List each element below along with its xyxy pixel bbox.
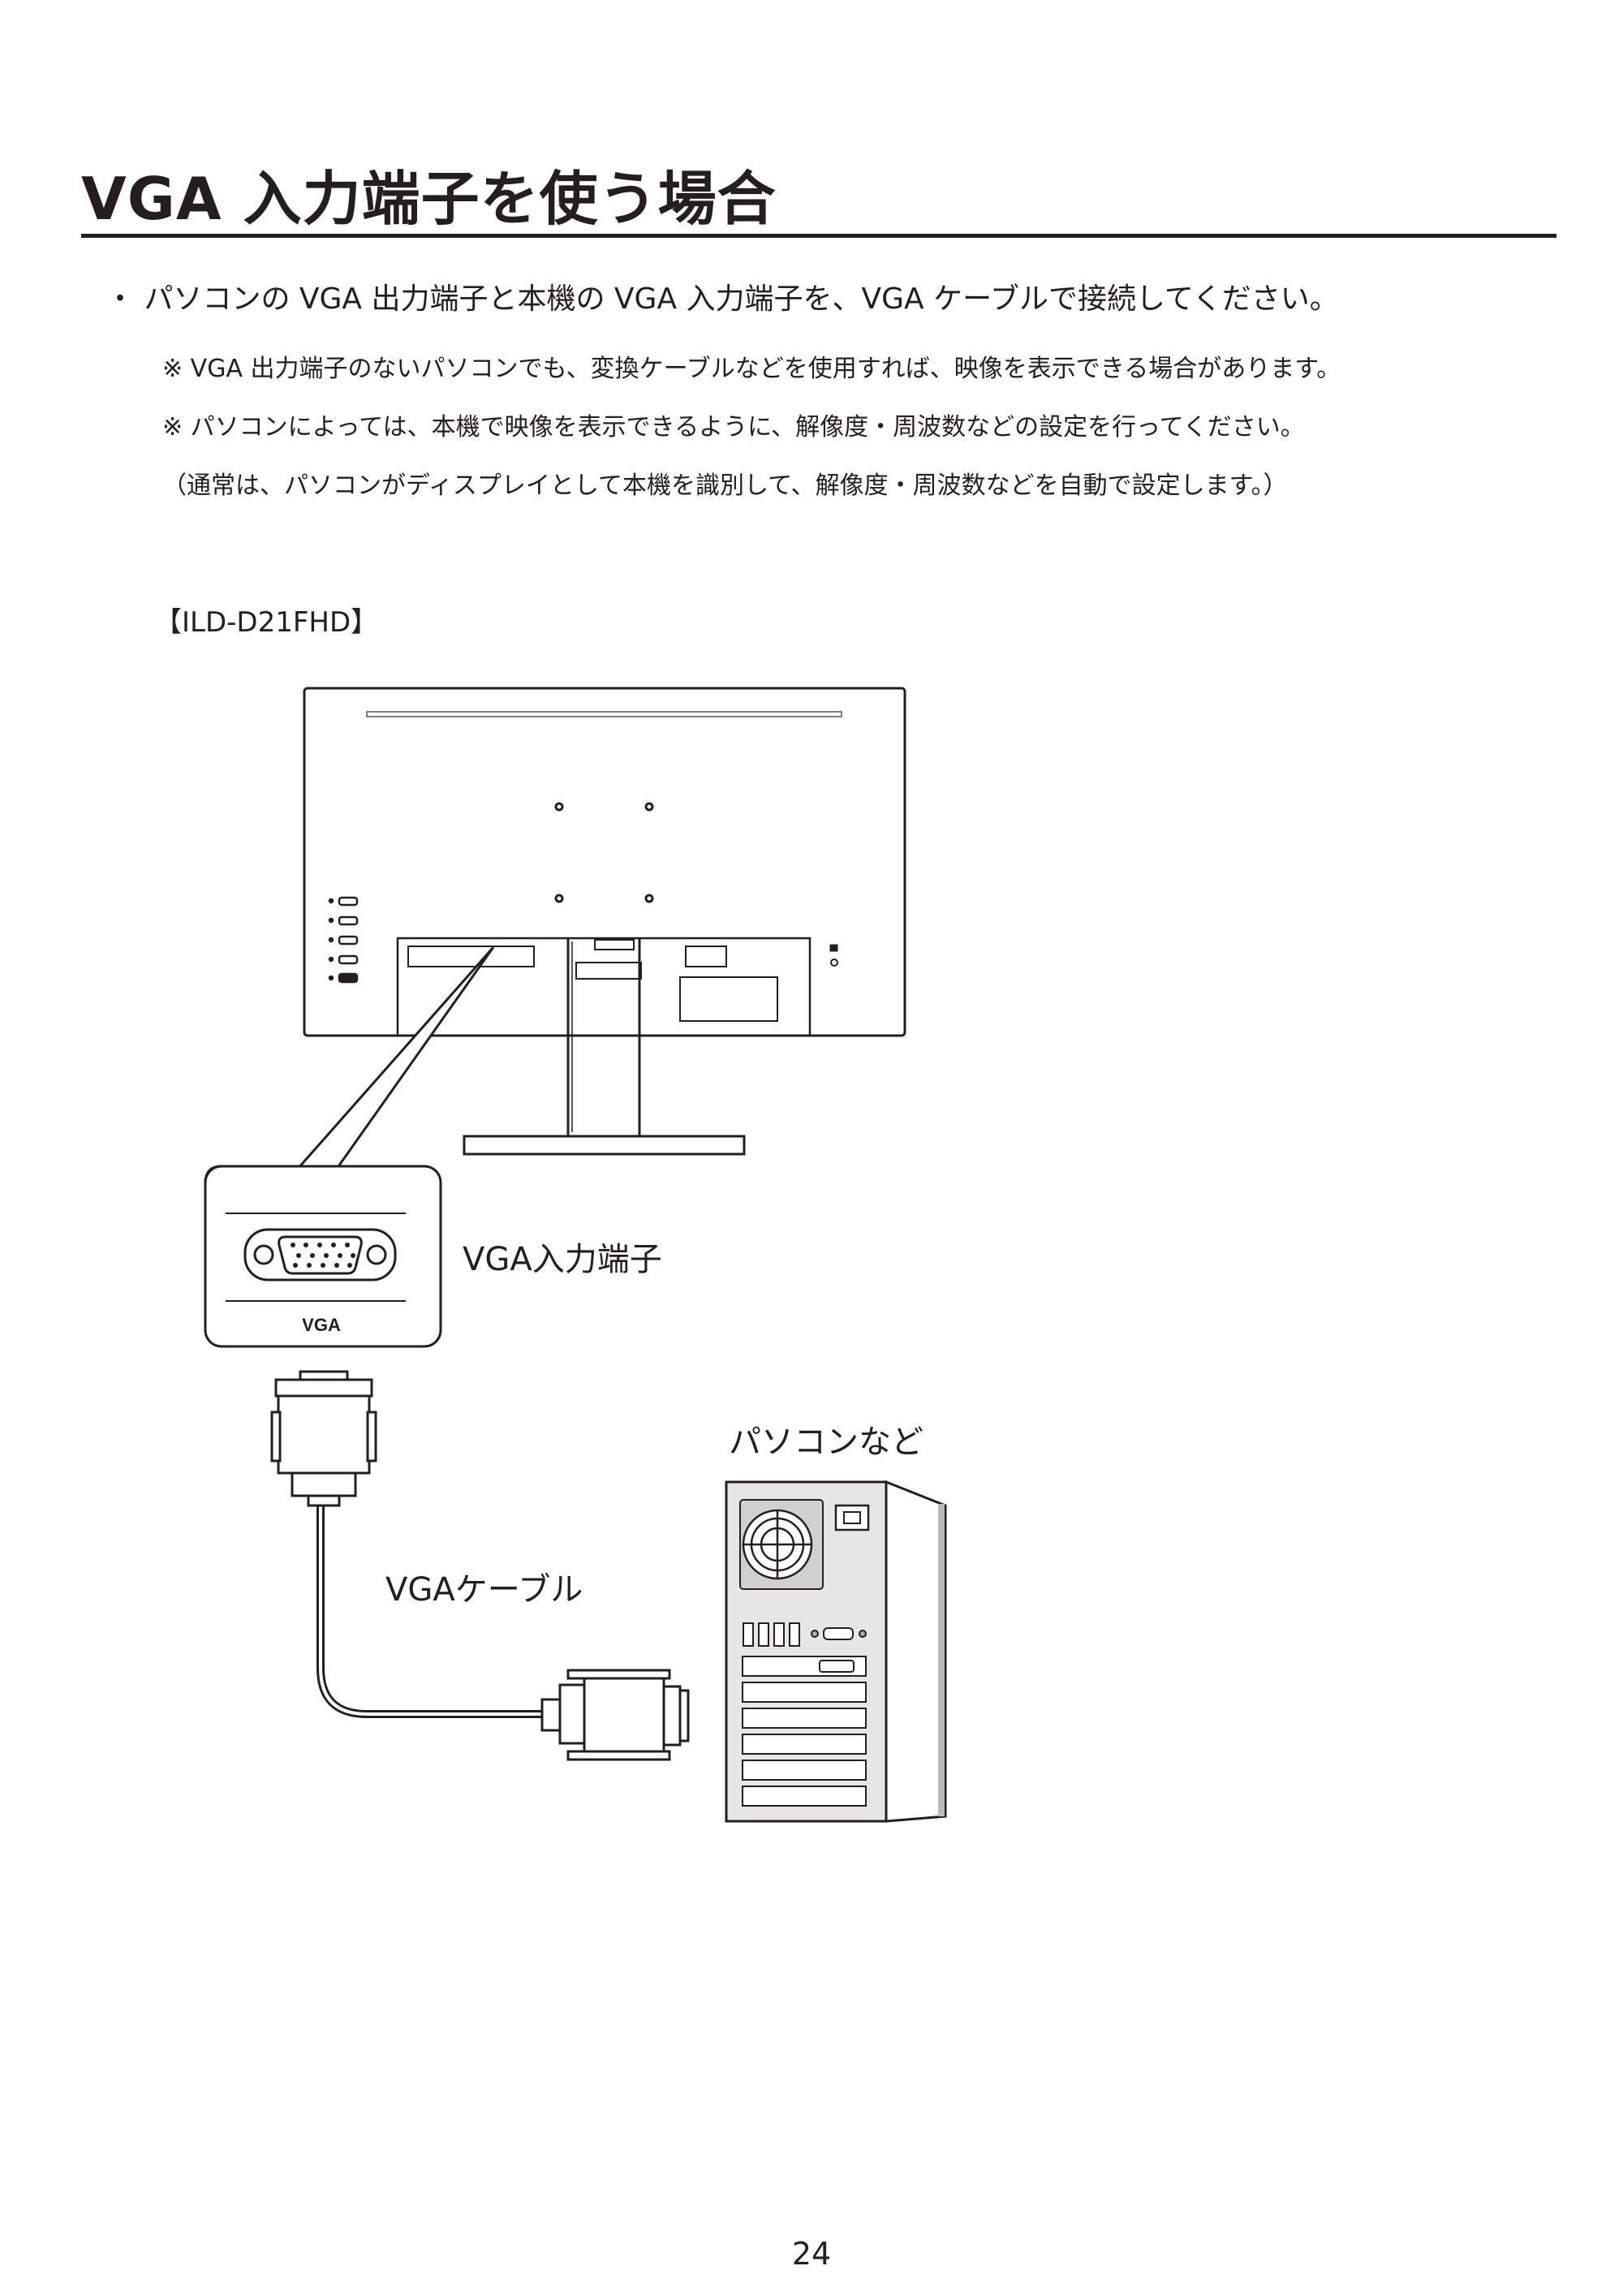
callout-pointer — [296, 946, 495, 1170]
intro-instruction: ・ パソコンの VGA 出力端子と本機の VGA 入力端子を、VGA ケーブルで… — [105, 282, 1339, 316]
page-number: 24 — [791, 2236, 832, 2272]
note-conversion-cable: ※ VGA 出力端子のないパソコンでも、変換ケーブルなどを使用すれば、映像を表示… — [162, 355, 1341, 383]
vga-cable-label: VGAケーブル — [385, 1571, 583, 1609]
note-auto-detect: （通常は、パソコンがディスプレイとして本機を識別して、解像度・周波数などを自動で… — [162, 472, 1288, 500]
drive-bays — [742, 1656, 867, 1807]
pc-label: パソコンなど — [729, 1424, 923, 1461]
vga-port-label: VGA — [302, 1315, 341, 1335]
monitor-rear-illustration — [303, 687, 906, 1156]
page-title: VGA 入力端子を使う場合 — [81, 165, 777, 233]
title-underline — [81, 234, 1556, 238]
monitor-side-buttons — [328, 896, 359, 984]
pc-tower-illustration — [725, 1480, 947, 1823]
model-name: 【ILD-D21FHD】 — [154, 606, 379, 639]
front-ports — [743, 1622, 867, 1647]
vga-input-label: VGA入力端子 — [463, 1241, 662, 1278]
vga-port-callout: VGA — [204, 1165, 442, 1348]
note-resolution-settings: ※ パソコンによっては、本機で映像を表示できるように、解像度・周波数などの設定を… — [162, 413, 1305, 442]
fan-icon — [742, 1509, 813, 1580]
vga-connector-icon — [243, 1228, 397, 1282]
vga-cable-illustration — [270, 1370, 690, 1761]
